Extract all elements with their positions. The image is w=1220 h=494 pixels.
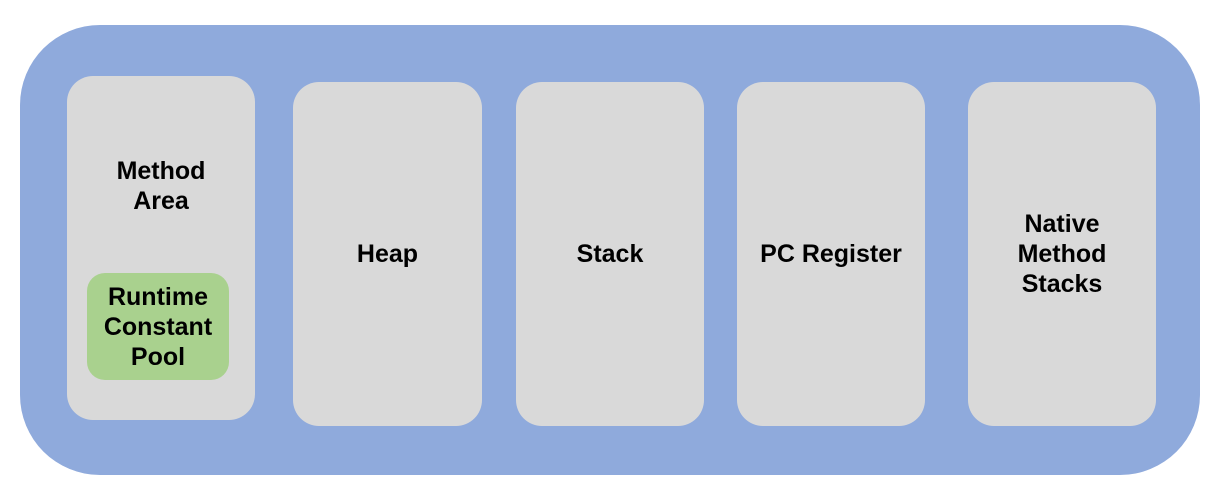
heap-label: Heap: [356, 240, 419, 268]
native-method-stacks-label: Native Method Stacks: [1017, 210, 1107, 298]
pc-register-box: PC Register: [737, 82, 925, 426]
heap-box: Heap: [293, 82, 482, 426]
native-method-stacks-box: Native Method Stacks: [968, 82, 1156, 426]
stack-box: Stack: [516, 82, 704, 426]
runtime-constant-pool-box: Runtime Constant Pool: [87, 273, 229, 380]
pc-register-label: PC Register: [760, 240, 902, 268]
method-area-box: Method Area Runtime Constant Pool: [67, 76, 255, 420]
runtime-constant-pool-label: Runtime Constant Pool: [103, 282, 213, 371]
method-area-label: Method Area: [116, 157, 206, 215]
stack-label: Stack: [576, 240, 644, 268]
